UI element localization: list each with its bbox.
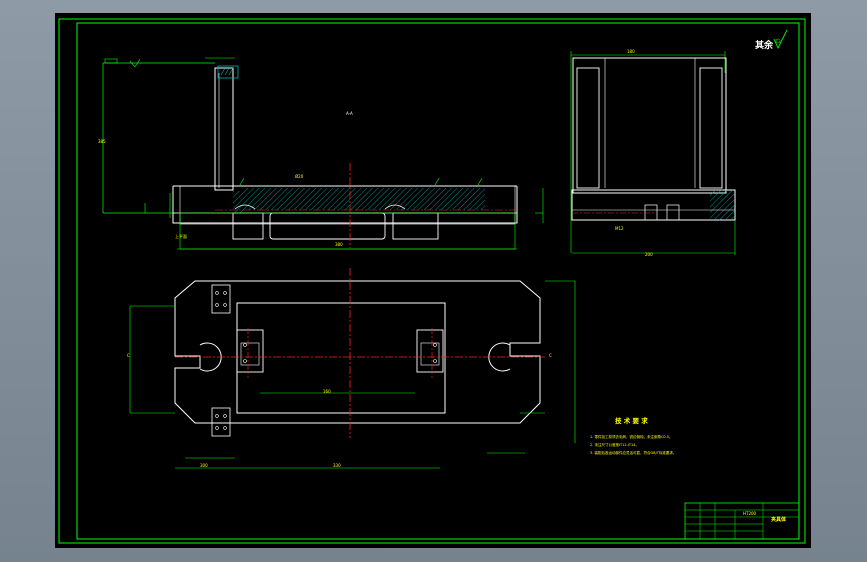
svg-text:200: 200 xyxy=(645,252,653,257)
svg-text:380: 380 xyxy=(335,242,343,247)
svg-text:330: 330 xyxy=(333,463,341,468)
tech-requirements-title: 技 术 要 求 xyxy=(615,416,648,425)
svg-text:Ø20: Ø20 xyxy=(295,174,304,179)
top-view: 160 330 300 C C xyxy=(127,268,576,469)
surface-note: 其余 xyxy=(755,39,774,51)
svg-text:M12: M12 xyxy=(615,226,624,231)
svg-text:180: 180 xyxy=(627,49,635,54)
title-block: HT200 夹具体 xyxy=(684,502,800,540)
tech-requirement-line: 1. 零件加工前须去毛刺，锐边倒钝，未注倒角C0.5。 xyxy=(590,434,672,439)
svg-text:上平面: 上平面 xyxy=(175,233,187,239)
roughness-symbol-icon xyxy=(773,29,788,50)
svg-text:385: 385 xyxy=(98,139,106,144)
title-material: HT200 xyxy=(743,511,757,516)
front-section-view: 385 xyxy=(98,57,544,250)
svg-text:C: C xyxy=(549,353,552,358)
svg-text:160: 160 xyxy=(323,389,331,394)
cad-viewport[interactable]: 385 xyxy=(55,13,811,548)
outer-border xyxy=(58,18,806,544)
section-label: A-A xyxy=(346,111,353,116)
svg-text:C: C xyxy=(127,353,130,358)
title-drawing-name: 夹具体 xyxy=(771,516,787,523)
tech-requirements: 技 术 要 求 1. 零件加工前须去毛刺，锐边倒钝，未注倒角C0.5。 2. 未… xyxy=(590,416,676,455)
engineering-drawing: 385 xyxy=(58,18,806,544)
svg-text:300: 300 xyxy=(200,463,208,468)
inner-border xyxy=(76,22,800,540)
side-view: 180 200 M12 其余 xyxy=(570,29,788,257)
tech-requirement-line: 3. 装配后各运动部件应灵活可靠，符合GB/T标准要求。 xyxy=(590,450,676,455)
tech-requirement-line: 2. 未注尺寸公差按IT12-IT14。 xyxy=(590,442,639,447)
